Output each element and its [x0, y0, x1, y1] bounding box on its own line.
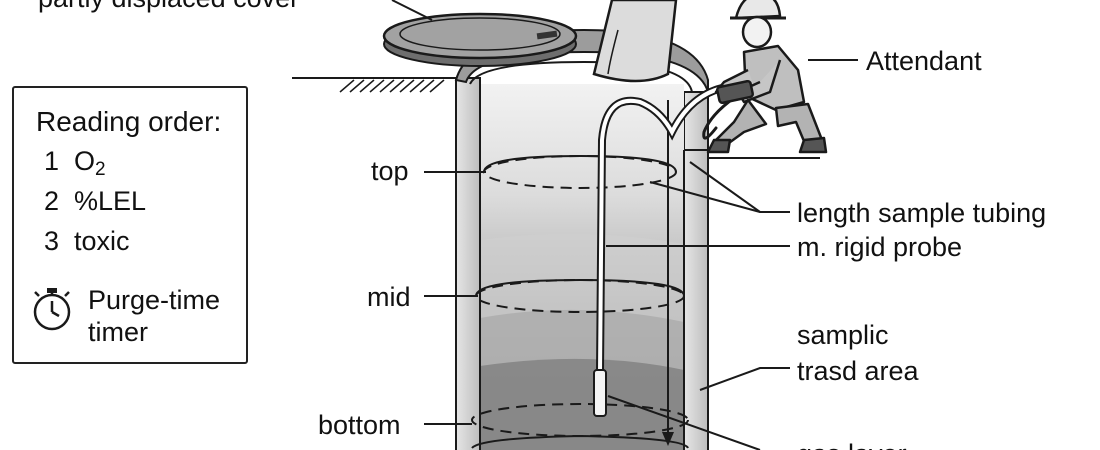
legend-item-text: toxic [74, 226, 130, 256]
tubing-label: length sample tubing [797, 198, 1046, 228]
shaft-walls [455, 77, 709, 450]
depth-arrow [662, 100, 674, 446]
ventilation-duct [592, 0, 678, 83]
legend-item-text: O [74, 146, 96, 176]
legend-item-subscript: 2 [95, 159, 106, 180]
rigid-probe [593, 369, 607, 417]
sampling-area-label-line2: trasd area [797, 356, 920, 386]
sampling-area-label-line1: samplic [797, 320, 889, 350]
attendant-figure [706, 0, 828, 154]
stopwatch-icon [30, 284, 74, 337]
timer-label: Purge-time timer [88, 285, 221, 347]
legend-item-number: 2 [44, 186, 60, 216]
displaced-cover [382, 12, 578, 67]
leader-lines [391, 0, 858, 450]
legend-item-number: 1 [44, 146, 60, 176]
legend-item-lel: 2 %LEL [44, 186, 146, 217]
legend-item-number: 3 [44, 226, 60, 256]
bottom-level-label: bottom [318, 410, 401, 440]
sample-tubing [596, 84, 742, 376]
gas-strata [480, 84, 684, 450]
attendant-label: Attendant [866, 46, 982, 76]
gas-layer-label: gas layer [797, 439, 907, 450]
top-level-label: top [371, 156, 409, 186]
legend-item-toxic: 3 toxic [44, 226, 130, 257]
cover-label: partly displaced cover [38, 0, 299, 13]
legend-item-text: %LEL [74, 186, 147, 216]
legend-title: Reading order: [36, 106, 222, 137]
mid-level-label: mid [367, 282, 411, 312]
probe-label: m. rigid probe [797, 232, 962, 262]
